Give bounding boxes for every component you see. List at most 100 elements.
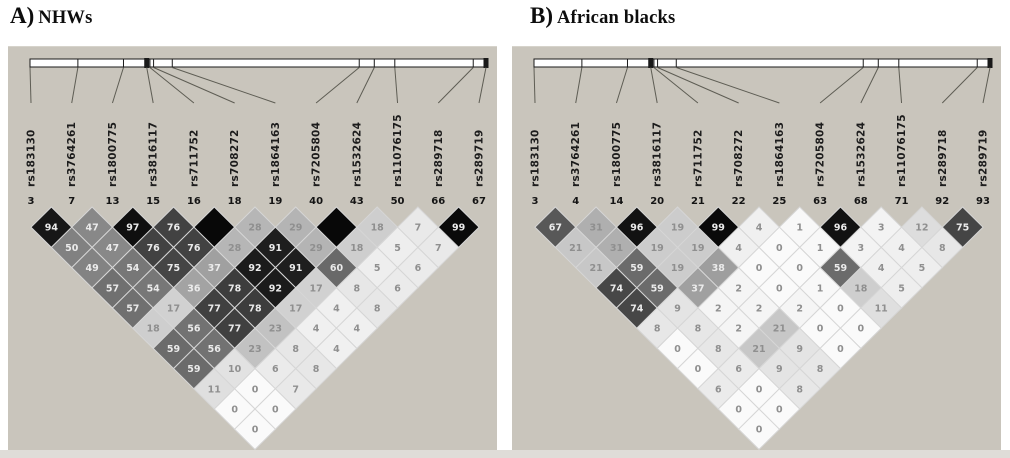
ld-cell-value: 23 — [248, 344, 261, 355]
gene-track-bar — [29, 58, 487, 68]
ld-cell-value: 56 — [208, 344, 222, 355]
ld-cell-value: 4 — [756, 223, 763, 234]
snp-label: rs1532624 — [855, 122, 867, 187]
ld-cell-value: 0 — [272, 405, 279, 416]
bottom-strip — [0, 450, 1010, 458]
ld-cell-value: 19 — [671, 263, 684, 274]
snp-label: rs1532624 — [351, 122, 363, 187]
ld-cell-value: 0 — [252, 425, 259, 436]
snp-label: rs1864163 — [774, 122, 786, 187]
ld-cell-value: 49 — [85, 263, 98, 274]
marker-number: 67 — [472, 196, 486, 207]
marker-number: 18 — [228, 196, 242, 207]
ld-cell-value: 96 — [630, 223, 644, 234]
ld-cell-value: 74 — [610, 283, 624, 294]
ld-cell-value: 8 — [796, 384, 803, 395]
ld-cell-value: 0 — [756, 384, 763, 395]
snp-label: rs3764261 — [570, 122, 582, 187]
ld-cell-value: 6 — [272, 364, 279, 375]
marker-number: 71 — [895, 196, 909, 207]
ld-cell-value: 60 — [330, 263, 344, 274]
ld-cell-value: 5 — [919, 263, 926, 274]
marker-number: 3 — [28, 196, 35, 207]
marker-tick-thick — [483, 58, 489, 68]
ld-cell-value: 3 — [858, 243, 865, 254]
marker-connector-line — [676, 67, 780, 104]
ld-cell-value: 59 — [187, 364, 200, 375]
marker-connector-line — [982, 67, 991, 104]
ld-cell-value: 0 — [776, 405, 783, 416]
ld-cell-value: 8 — [354, 283, 361, 294]
ld-cell-value: 75 — [956, 223, 969, 234]
ld-cell-value: 97 — [126, 223, 139, 234]
panel-b-label: B) — [530, 3, 553, 28]
snp-label: rs1864163 — [270, 122, 282, 187]
panel-b-title: B) African blacks — [530, 3, 675, 29]
marker-connector-line — [153, 67, 235, 104]
ld-cell-value: 92 — [269, 283, 282, 294]
snp-label: rs1800775 — [107, 122, 119, 187]
marker-connector-line — [172, 67, 276, 104]
ld-cell-value: 8 — [292, 344, 299, 355]
ld-cell-value: 4 — [313, 324, 320, 335]
ld-cell-value: 77 — [228, 324, 241, 335]
snp-label: rs3816117 — [148, 122, 160, 187]
snp-label: rs11076175 — [896, 114, 908, 187]
ld-cell-value: 57 — [126, 304, 139, 315]
ld-cell-value: 7 — [292, 384, 299, 395]
ld-cell-value: 10 — [228, 364, 242, 375]
ld-cell-value: 77 — [208, 304, 221, 315]
ld-cell-value: 4 — [333, 344, 340, 355]
snp-label: rs183130 — [26, 129, 38, 187]
snp-label: rs289719 — [474, 129, 486, 187]
snp-label: rs3764261 — [66, 122, 78, 187]
marker-connector-line — [315, 67, 360, 104]
snp-label: rs289718 — [433, 129, 445, 187]
marker-number: 19 — [268, 196, 282, 207]
ld-cell-value: 29 — [289, 223, 302, 234]
ld-cell-value: 1 — [817, 283, 824, 294]
ld-cell-value: 99 — [452, 223, 465, 234]
ld-cell-value: 59 — [651, 283, 664, 294]
snp-label: rs289719 — [978, 129, 990, 187]
marker-number: 68 — [854, 196, 868, 207]
ld-cell-value: 21 — [752, 344, 765, 355]
marker-number: 14 — [609, 196, 623, 207]
ld-cell-value: 28 — [248, 223, 262, 234]
ld-cell-value: 50 — [65, 243, 79, 254]
marker-tick-thick — [987, 58, 993, 68]
ld-cell-value: 75 — [167, 263, 180, 274]
ld-cell-value: 31 — [610, 243, 623, 254]
ld-cell-value: 2 — [735, 283, 742, 294]
ld-cell-value: 0 — [231, 405, 238, 416]
ld-cell-value: 0 — [756, 425, 763, 436]
ld-cell-value: 23 — [269, 324, 282, 335]
panel-a-label: A) — [10, 3, 35, 28]
ld-cell — [233, 408, 277, 451]
ld-cell-value: 28 — [228, 243, 242, 254]
ld-cell-value: 21 — [773, 324, 786, 335]
ld-cell-value: 57 — [106, 283, 119, 294]
ld-cell-value: 76 — [147, 243, 161, 254]
ld-cell-value: 0 — [695, 364, 702, 375]
snp-label: rs11076175 — [392, 114, 404, 187]
ld-cell-value: 78 — [248, 304, 262, 315]
ld-cell-value: 0 — [858, 324, 865, 335]
marker-connector-line — [146, 67, 154, 104]
ld-cell-value: 8 — [374, 304, 381, 315]
ld-cell-value: 2 — [796, 304, 803, 315]
marker-number: 4 — [572, 196, 579, 207]
ld-cell-value: 6 — [415, 263, 422, 274]
ld-cell-value: 6 — [394, 283, 401, 294]
ld-cell-value: 0 — [837, 304, 844, 315]
marker-number: 66 — [431, 196, 445, 207]
ld-cell-value: 21 — [569, 243, 582, 254]
ld-cell-value: 9 — [776, 364, 783, 375]
ld-cell-value: 37 — [208, 263, 221, 274]
ld-cell-value: 59 — [630, 263, 643, 274]
ld-cell-value: 96 — [834, 223, 848, 234]
marker-number: 25 — [772, 196, 786, 207]
